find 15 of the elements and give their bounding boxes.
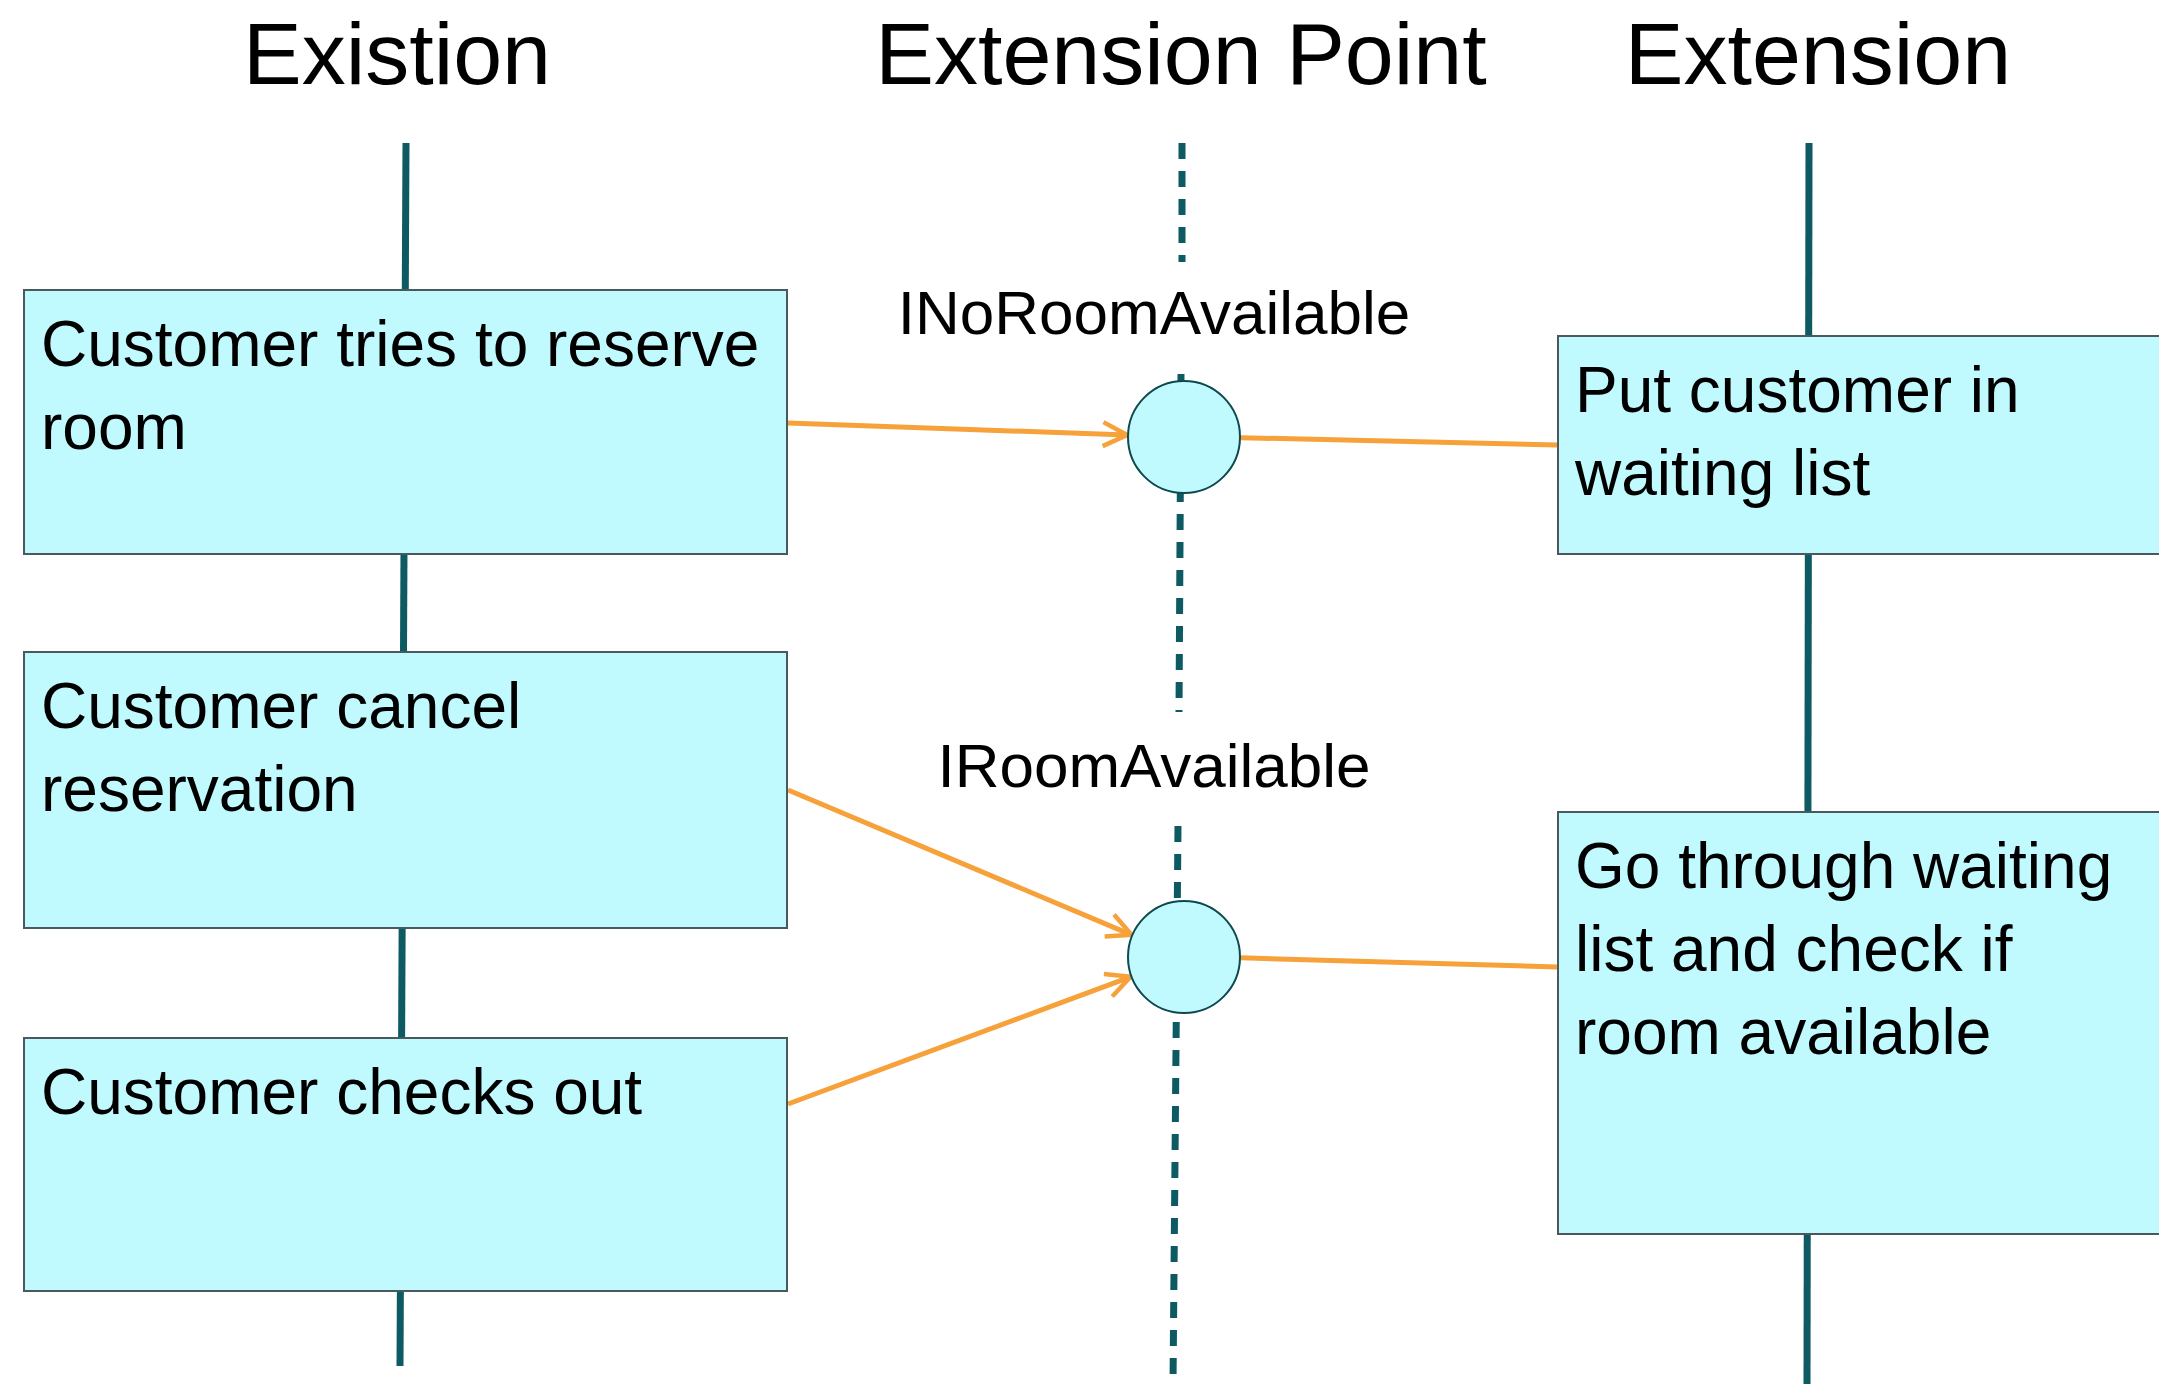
column-heading: Existion xyxy=(242,10,552,98)
arrow xyxy=(787,971,1133,1107)
box-text: Go through waiting list and check if room available xyxy=(1575,829,2114,1071)
box-text: Customer cancel reservation xyxy=(41,669,523,828)
process-box xyxy=(23,651,788,929)
box-text: Customer tries to reserve room xyxy=(41,307,761,466)
box-text: Customer checks out xyxy=(41,1055,644,1130)
process-box xyxy=(23,289,788,555)
process-box xyxy=(1557,335,2159,555)
process-box xyxy=(23,1037,788,1292)
column-heading: Extension xyxy=(1624,10,2012,98)
process-box xyxy=(1557,811,2159,1235)
box-text: Put customer in waiting list xyxy=(1575,353,2021,512)
arrow xyxy=(787,787,1134,939)
column-heading: Extension Point xyxy=(875,10,1487,98)
